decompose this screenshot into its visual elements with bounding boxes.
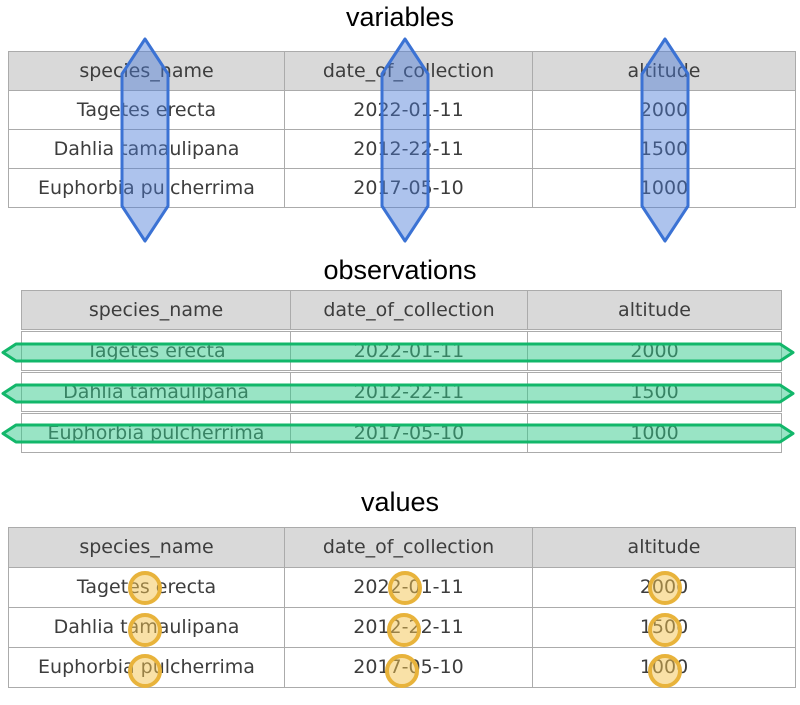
- value-highlight-circle-icon: [128, 571, 162, 605]
- table-header-row: species_name date_of_collection altitude: [8, 51, 796, 91]
- table-cell: 1500: [532, 129, 796, 169]
- header-cell: altitude: [532, 527, 796, 568]
- column-highlight-arrow-icon: [380, 37, 430, 243]
- row-highlight-arrow-icon: [1, 342, 795, 363]
- value-highlight-circle-icon: [388, 571, 422, 605]
- header-cell: altitude: [527, 290, 782, 332]
- header-cell: date_of_collection: [284, 527, 533, 568]
- value-highlight-circle-icon: [128, 613, 162, 647]
- header-cell: species_name: [8, 527, 285, 568]
- table-header-row: species_name date_of_collection altitude: [21, 290, 782, 332]
- header-cell: date_of_collection: [290, 290, 528, 332]
- value-highlight-circle-icon: [648, 654, 682, 688]
- table-cell: 2017-05-10: [284, 168, 533, 208]
- column-highlight-arrow-icon: [640, 37, 690, 243]
- values-table: species_name date_of_collection altitude…: [8, 527, 796, 688]
- section-title-observations: observations: [323, 255, 477, 285]
- header-cell: species_name: [8, 51, 285, 91]
- header-cell: altitude: [532, 51, 796, 91]
- row-highlight-arrow-icon: [1, 383, 795, 404]
- section-title-variables: variables: [345, 2, 455, 32]
- header-cell: date_of_collection: [284, 51, 533, 91]
- table-header-row: species_name date_of_collection altitude: [8, 527, 796, 568]
- table-row: Euphorbia pulcherrima 2017-05-10 1000: [8, 168, 796, 208]
- table-cell: 1000: [532, 168, 796, 208]
- table-cell: Tagetes erecta: [8, 90, 285, 130]
- table-cell: Euphorbia pulcherrima: [8, 168, 285, 208]
- value-highlight-circle-icon: [385, 654, 419, 688]
- table-cell: Dahlia tamaulipana: [8, 129, 285, 169]
- value-highlight-circle-icon: [648, 571, 682, 605]
- row-highlight-arrow-icon: [1, 423, 795, 444]
- value-highlight-circle-icon: [387, 613, 421, 647]
- table-cell: 2000: [532, 90, 796, 130]
- section-title-values: values: [360, 487, 440, 517]
- column-highlight-arrow-icon: [120, 37, 170, 243]
- value-highlight-circle-icon: [128, 654, 162, 688]
- value-highlight-circle-icon: [648, 613, 682, 647]
- header-cell: species_name: [21, 290, 291, 332]
